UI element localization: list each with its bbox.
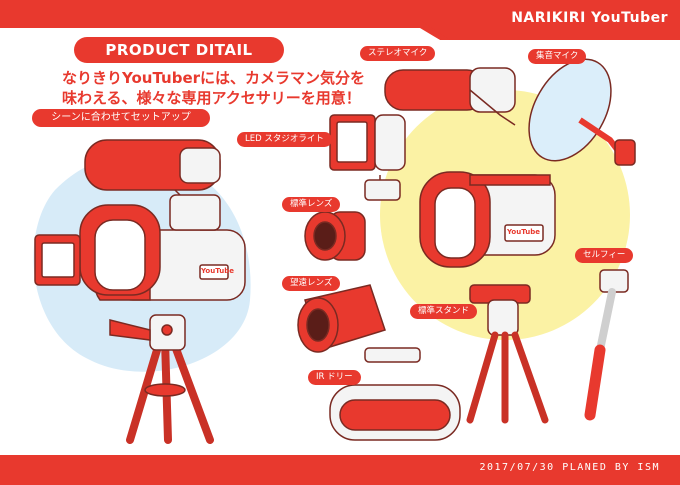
tag-led-light: LED スタジオライト [237, 132, 332, 147]
shotgun-mic-art [528, 58, 636, 166]
ir-dolly-art [329, 347, 461, 441]
headline: なりきりYouTuberには、カメラマン気分を 味わえる、様々な専用アクセサリー… [62, 68, 372, 108]
headline-line-2: 味わえる、様々な専用アクセサリーを用意！ [62, 89, 361, 107]
tag-stereo-mic: ステレオマイク [360, 46, 436, 61]
scene-label: シーンに合わせてセットアップ [32, 109, 210, 127]
telephoto-lens-art [297, 284, 386, 353]
camera-badge-center: YouTube [507, 228, 540, 236]
tag-standard-stand: 標準スタンド [410, 304, 478, 319]
center-camera-art [419, 171, 556, 268]
page-title: PRODUCT DITAIL [74, 37, 284, 63]
stereo-mic-art [384, 67, 516, 126]
tag-ir-dolly: IR ドリー [308, 370, 361, 385]
main-camera-rig [34, 139, 246, 444]
footer-credit: 2017/07/30 PLANED BY ISM [479, 462, 660, 473]
tag-telephoto-lens: 望遠レンズ [282, 276, 341, 291]
standard-stand-art [466, 284, 549, 424]
selfie-stick-art [584, 269, 629, 421]
tag-standard-lens: 標準レンズ [282, 197, 341, 212]
standard-lens-art [304, 211, 366, 261]
brand-title: NARIKIRI YouTuber [511, 10, 668, 26]
camera-badge: YouTube [201, 267, 234, 275]
headline-line-1: なりきりYouTuberには、カメラマン気分を [62, 69, 366, 87]
tag-shotgun-mic: 集音マイク [528, 49, 587, 64]
footer-bar [0, 455, 680, 485]
led-light-art [329, 114, 406, 201]
tag-selfie: セルフィー [575, 248, 634, 263]
